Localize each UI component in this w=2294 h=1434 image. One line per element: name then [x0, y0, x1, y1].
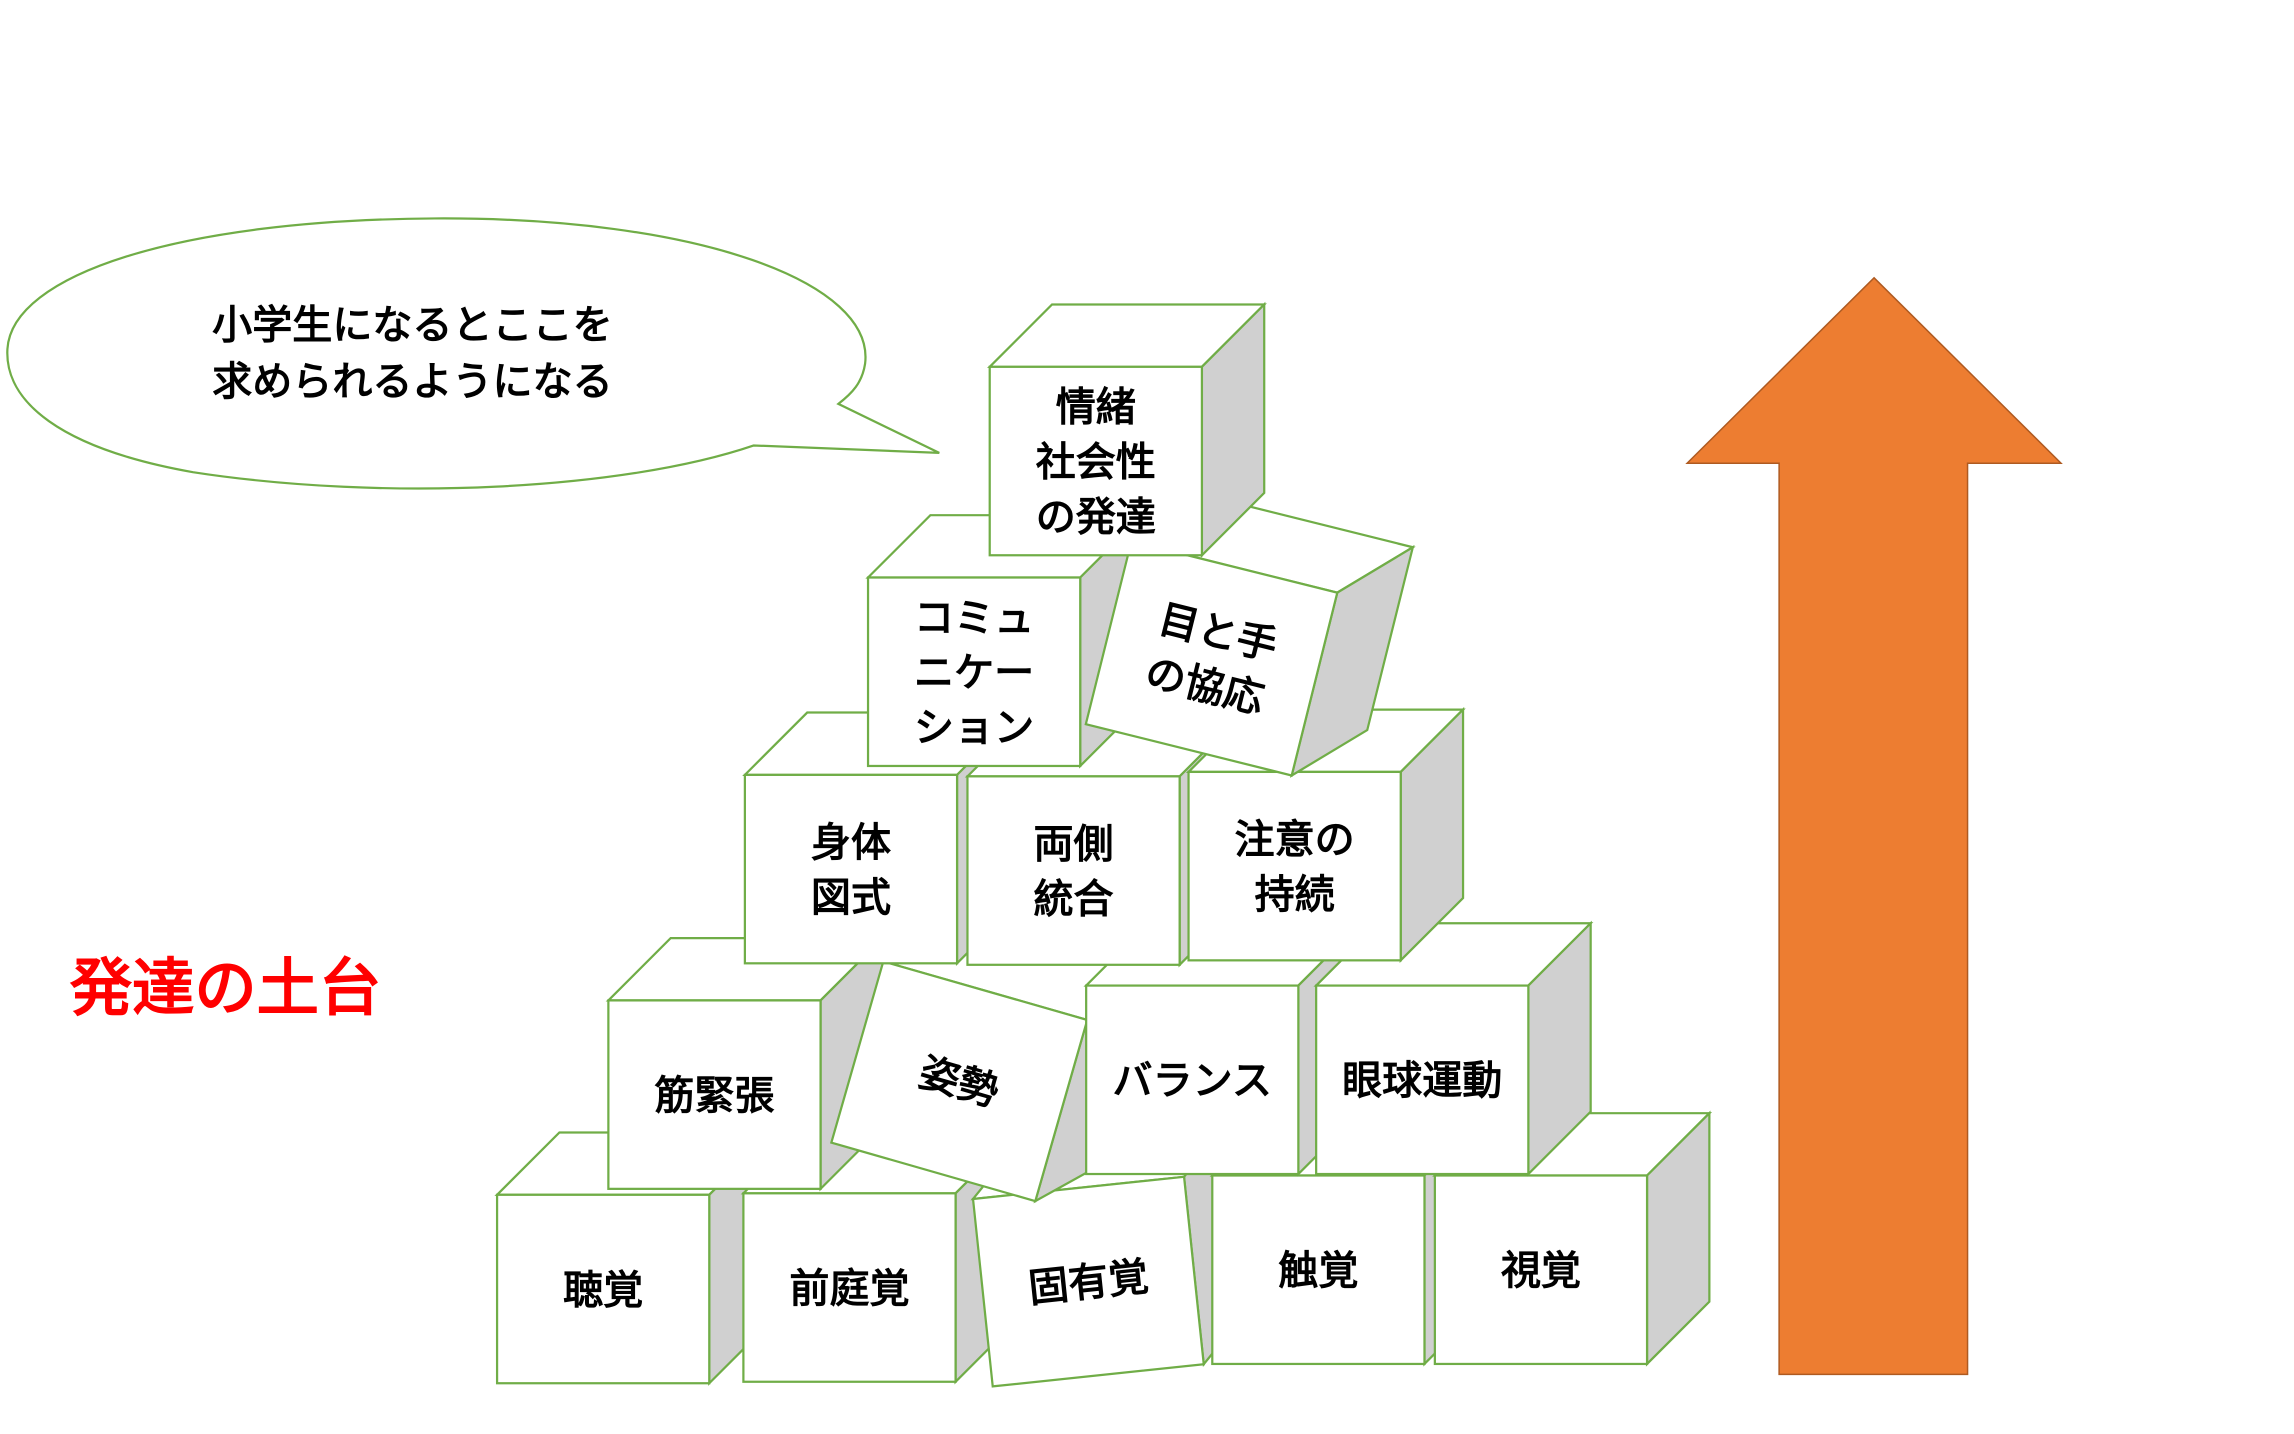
speech-bubble-line-2: 求められるようになる — [212, 359, 612, 405]
block-label-line: ニケー — [914, 650, 1034, 696]
speech-bubble-line-1: 小学生になるとここを — [212, 303, 612, 349]
block-front-face — [495, 1193, 711, 1385]
block-label-line: 聴覚 — [563, 1267, 643, 1313]
foundation-label: 発達の土台 — [70, 951, 382, 1024]
block-front-face — [1085, 984, 1300, 1176]
block-label-line: ション — [914, 705, 1034, 751]
block-front-face — [1211, 1174, 1426, 1366]
block-label-line: 視覚 — [1501, 1248, 1581, 1294]
speech-bubble-shape — [6, 217, 940, 490]
block-front-face — [1084, 539, 1339, 777]
block-label-line: 触覚 — [1278, 1248, 1358, 1294]
block-label-line: 前庭覚 — [789, 1266, 909, 1312]
block-front-face — [971, 1175, 1205, 1388]
block-label-line: 社会性 — [1036, 439, 1156, 485]
block-label-line: コミュ — [914, 595, 1034, 641]
block-muscle-tone: 筋緊張 — [605, 935, 886, 1192]
block-front-face — [607, 999, 822, 1190]
speech-bubble: 小学生になるとここを 求められるようになる — [6, 217, 940, 490]
upward-arrow — [1685, 276, 2063, 1376]
block-front-face — [742, 1192, 957, 1383]
block-label-line: 筋緊張 — [654, 1073, 774, 1119]
block-front-face — [866, 576, 1082, 768]
block-front-face — [1187, 770, 1402, 962]
block-pyramid: 聴覚前庭覚固有覚触覚視覚筋緊張姿勢バランス眼球運動身体図式両側統合注意の持続コミ… — [494, 301, 1713, 1388]
block-label-line: 眼球運動 — [1342, 1058, 1502, 1104]
block-front-face — [988, 365, 1204, 557]
block-front-face — [743, 773, 959, 965]
block-label-line: の発達 — [1036, 494, 1156, 540]
block-label-line: 図式 — [811, 875, 891, 921]
block-label-line: 持続 — [1255, 872, 1335, 918]
block-front-face — [1315, 984, 1530, 1176]
block-label-line: 身体 — [811, 820, 891, 866]
block-label-line: 統合 — [1033, 876, 1113, 922]
block-front-face — [829, 960, 1089, 1203]
block-label-line: 情緒 — [1056, 385, 1136, 431]
block-front-face — [1433, 1174, 1649, 1366]
block-label-line: 注意の — [1235, 817, 1355, 863]
block-front-face — [966, 775, 1181, 966]
block-label-line: バランス — [1113, 1058, 1272, 1104]
block-label-line: 両側 — [1033, 822, 1113, 868]
